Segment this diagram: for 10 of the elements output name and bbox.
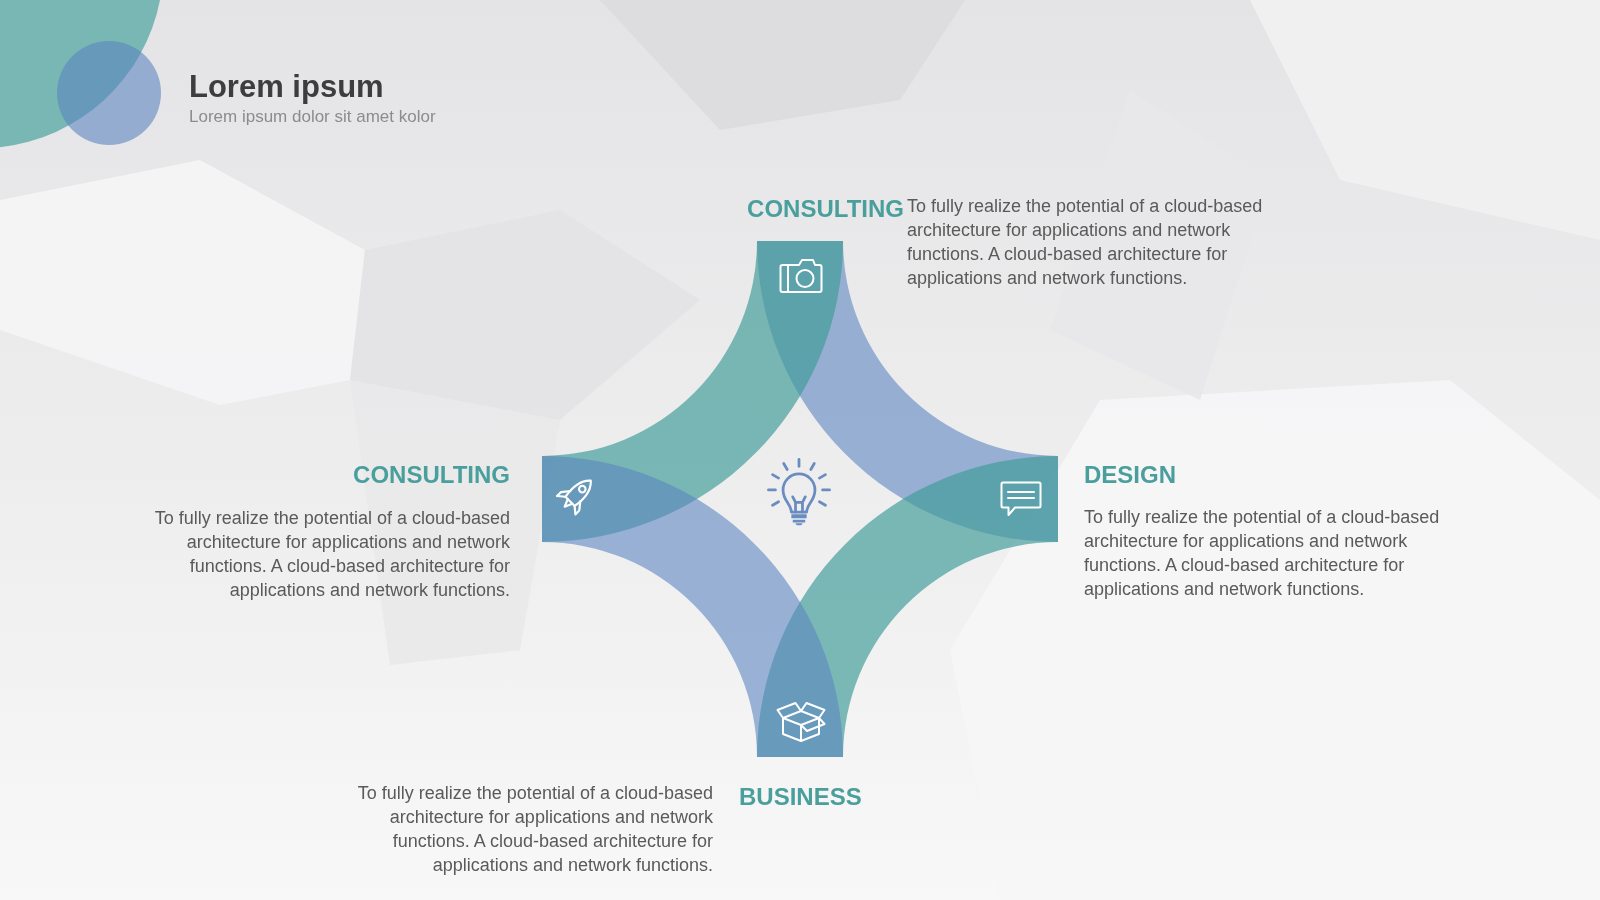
slide-title: Lorem ipsum <box>189 68 384 105</box>
section-description: To fully realize the potential of a cloud-based architecture for applications and network functions. A cloud-based architecture for applications and network functions. <box>356 782 713 877</box>
section-description: To fully realize the potential of a cloud-based architecture for applications and network functions. A cloud-based architecture for applications and network functions. <box>1084 506 1441 601</box>
section-heading: BUSINESS <box>739 782 862 811</box>
section-heading: CONSULTING <box>747 194 904 223</box>
section-heading: DESIGN <box>1084 460 1176 489</box>
section-heading: CONSULTING <box>353 460 510 489</box>
section-description: To fully realize the potential of a cloud-based architecture for applications and network functions. A cloud-based architecture for applications and network functions. <box>907 195 1264 290</box>
slide-subtitle: Lorem ipsum dolor sit amet kolor <box>189 107 436 127</box>
section-description: To fully realize the potential of a cloud-based architecture for applications and network functions. A cloud-based architecture for applications and network functions. <box>153 507 510 602</box>
